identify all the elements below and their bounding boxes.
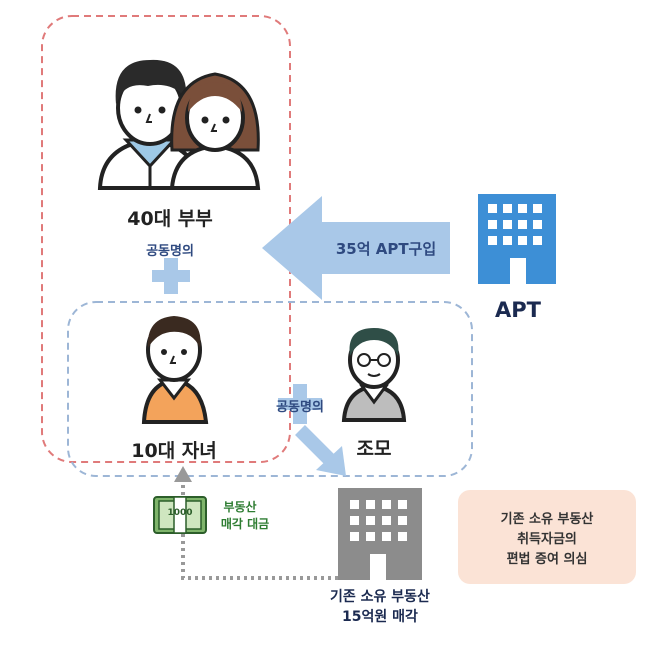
suspicion-line3: 편법 증여 의심 <box>506 552 588 567</box>
purchase-arrow-label: 35억 APT구입 <box>335 240 437 258</box>
child-label: 10대 자녀 <box>131 440 217 462</box>
couple-label: 40대 부부 <box>127 208 213 230</box>
woman-icon <box>169 72 261 190</box>
proceeds-label-line2: 매각 대금 <box>220 517 270 531</box>
plus2-horizontal <box>278 398 322 410</box>
sale-arrow-shaft <box>295 425 337 467</box>
child-grandma-group-box <box>67 301 473 477</box>
suspicion-line2: 취득자금의 <box>517 532 577 547</box>
money-bill-icon <box>153 496 207 534</box>
apt-label: APT <box>495 298 541 322</box>
grandma-label: 조모 <box>356 438 392 460</box>
suspicion-box-bg <box>458 490 636 584</box>
existing-label-line2: 15억원 매각 <box>342 609 418 625</box>
proceeds-arrow-head <box>174 466 192 482</box>
purchase-arrow <box>262 196 450 300</box>
proceeds-label-line1: 부동산 <box>223 500 257 514</box>
couple-group-box <box>41 15 291 463</box>
couple-joint-label: 공동명의 <box>146 244 194 259</box>
child-icon <box>141 316 209 424</box>
proceeds-dotted-path <box>181 480 338 580</box>
existing-building-icon <box>338 488 422 580</box>
plus-horizontal <box>152 270 190 282</box>
grandma-icon <box>341 328 407 422</box>
sale-arrow-head <box>316 446 346 476</box>
joint2-label: 공동명의 <box>276 400 324 415</box>
man-icon <box>97 59 203 190</box>
money-bill-text: 1000 <box>167 508 193 518</box>
apt-building-icon <box>478 194 556 284</box>
suspicion-line1: 기존 소유 부동산 <box>500 512 594 527</box>
existing-label-line1: 기존 소유 부동산 <box>330 589 430 605</box>
